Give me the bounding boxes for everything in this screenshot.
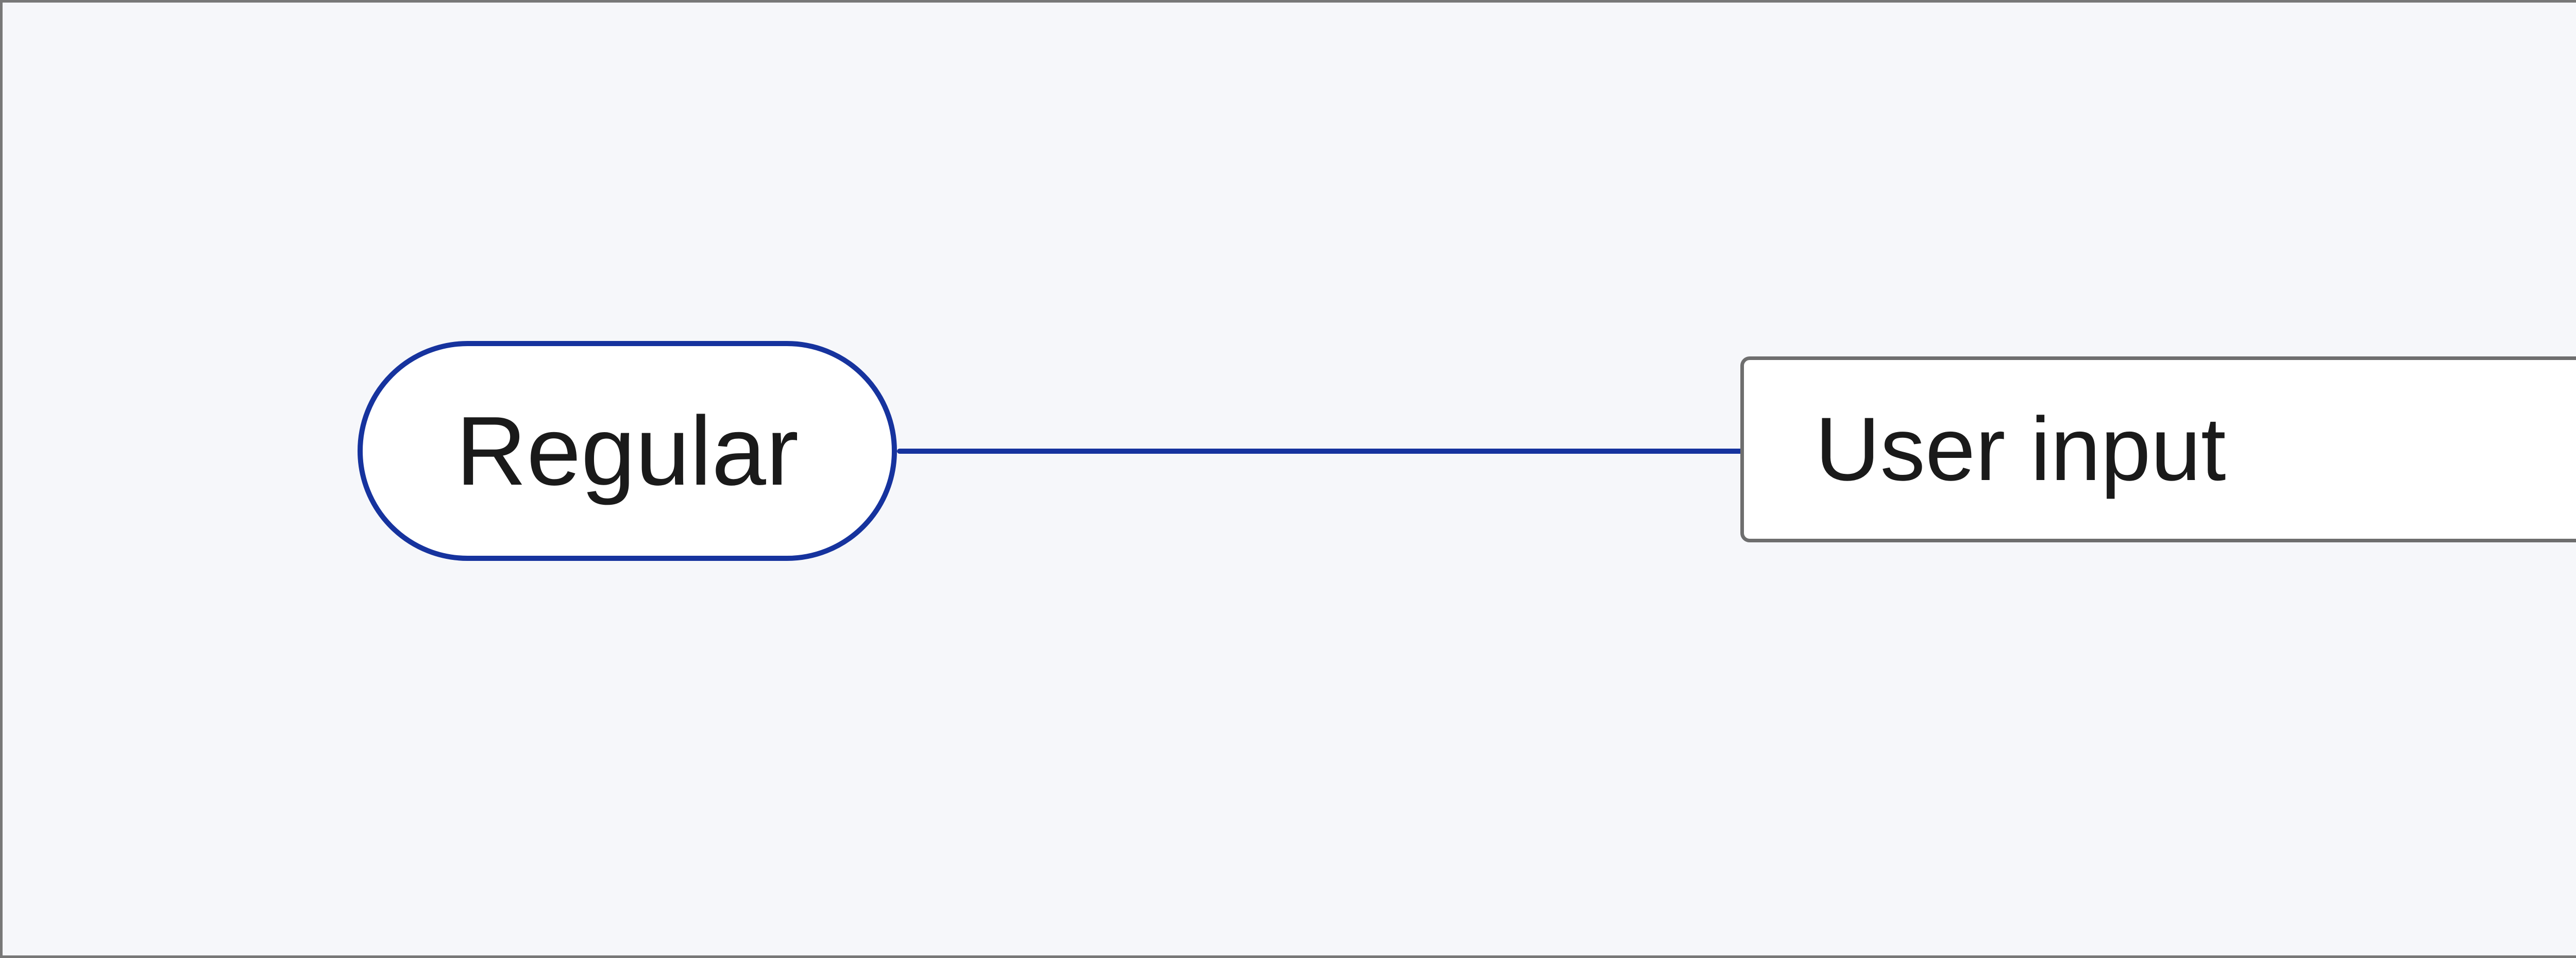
node-user-input-label: User input	[1815, 399, 2226, 500]
node-regular[interactable]: Regular	[358, 341, 897, 561]
node-user-input[interactable]: User input	[1740, 356, 2576, 542]
edge-connector-line	[897, 449, 1778, 454]
node-regular-label: Regular	[455, 396, 799, 506]
